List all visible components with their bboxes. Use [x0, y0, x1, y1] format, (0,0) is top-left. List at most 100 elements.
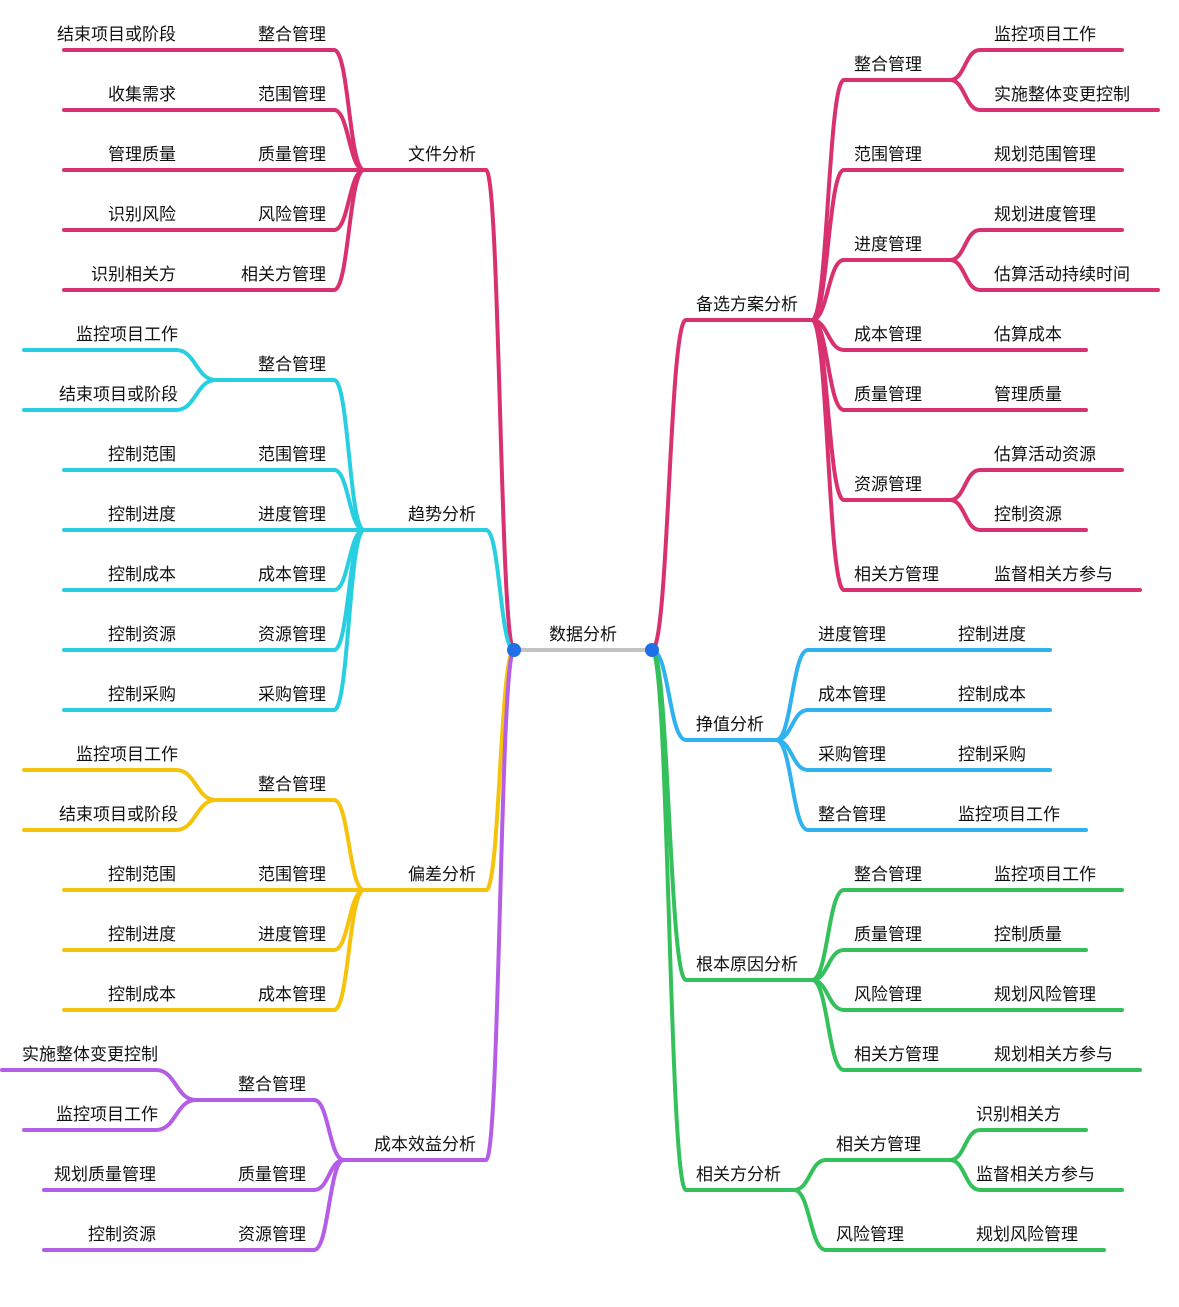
- area-link: [332, 798, 366, 892]
- process-label: 监控项目工作: [56, 1105, 158, 1125]
- process-label: 控制进度: [958, 625, 1026, 645]
- area-link: [332, 378, 366, 532]
- process-label: 规划质量管理: [54, 1165, 156, 1185]
- left-junction-dot: [507, 643, 521, 657]
- area-link: [774, 738, 810, 832]
- area-label: 整合管理: [854, 55, 922, 75]
- process-label: 实施整体变更控制: [22, 1045, 158, 1065]
- area-label: 整合管理: [818, 805, 886, 825]
- process-label: 监控项目工作: [76, 745, 178, 765]
- process-label: 识别风险: [108, 205, 176, 225]
- area-label: 相关方管理: [241, 265, 326, 285]
- process-label: 规划范围管理: [994, 145, 1096, 165]
- area-link: [332, 888, 366, 1012]
- area-link: [312, 1098, 346, 1162]
- area-link: [792, 1188, 828, 1252]
- area-label: 范围管理: [258, 85, 326, 105]
- process-label: 估算活动持续时间: [994, 265, 1130, 285]
- process-label: 识别相关方: [91, 265, 176, 285]
- area-label: 资源管理: [854, 475, 922, 495]
- area-label: 进度管理: [818, 625, 886, 645]
- process-label: 控制资源: [108, 625, 176, 645]
- area-label: 风险管理: [836, 1225, 904, 1245]
- area-link: [312, 1158, 346, 1252]
- area-label: 资源管理: [258, 625, 326, 645]
- category-label: 文件分析: [408, 145, 476, 165]
- leaf-link: [22, 1098, 198, 1132]
- area-link: [810, 318, 846, 592]
- category-link-成本效益分析: [484, 648, 516, 1162]
- leaf-link: [22, 798, 218, 832]
- area-label: 整合管理: [854, 865, 922, 885]
- process-label: 实施整体变更控制: [994, 85, 1130, 105]
- area-label: 风险管理: [854, 985, 922, 1005]
- area-link: [810, 258, 846, 322]
- area-label: 范围管理: [854, 145, 922, 165]
- area-label: 整合管理: [258, 775, 326, 795]
- category-label: 挣值分析: [696, 715, 764, 735]
- leaf-link: [948, 78, 1160, 112]
- area-link: [810, 888, 846, 982]
- category-link-文件分析: [484, 168, 516, 652]
- process-label: 结束项目或阶段: [59, 385, 178, 405]
- process-label: 估算活动资源: [994, 445, 1096, 465]
- area-label: 风险管理: [258, 205, 326, 225]
- leaf-link: [948, 1128, 1088, 1162]
- process-label: 规划相关方参与: [994, 1045, 1113, 1065]
- process-label: 控制范围: [108, 865, 176, 885]
- area-label: 进度管理: [854, 235, 922, 255]
- leaf-link: [0, 1068, 198, 1102]
- area-label: 质量管理: [238, 1165, 306, 1185]
- leaf-link: [948, 498, 1088, 532]
- process-label: 监督相关方参与: [976, 1165, 1095, 1185]
- process-label: 监控项目工作: [994, 865, 1096, 885]
- process-label: 控制成本: [958, 685, 1026, 705]
- area-label: 整合管理: [258, 25, 326, 45]
- process-label: 规划风险管理: [976, 1225, 1078, 1245]
- junction-layer: [507, 643, 659, 657]
- area-link: [774, 648, 810, 742]
- process-label: 控制资源: [88, 1225, 156, 1245]
- area-label: 相关方管理: [854, 1045, 939, 1065]
- leaf-link: [948, 258, 1160, 292]
- area-label: 成本管理: [258, 565, 326, 585]
- leaf-link: [948, 1158, 1124, 1192]
- category-label: 备选方案分析: [696, 295, 798, 315]
- area-link: [332, 528, 366, 712]
- process-label: 估算成本: [994, 325, 1062, 345]
- area-label: 相关方管理: [854, 565, 939, 585]
- process-label: 控制成本: [108, 985, 176, 1005]
- category-label: 成本效益分析: [374, 1135, 476, 1155]
- area-label: 质量管理: [854, 385, 922, 405]
- process-label: 收集需求: [108, 85, 176, 105]
- area-label: 进度管理: [258, 925, 326, 945]
- leaf-link: [948, 48, 1124, 82]
- category-label: 根本原因分析: [696, 955, 798, 975]
- root-node-label: 数据分析: [549, 625, 617, 645]
- area-label: 采购管理: [258, 685, 326, 705]
- process-label: 结束项目或阶段: [59, 805, 178, 825]
- area-label: 成本管理: [818, 685, 886, 705]
- category-label: 相关方分析: [696, 1165, 781, 1185]
- area-label: 相关方管理: [836, 1135, 921, 1155]
- area-link: [810, 168, 846, 322]
- process-label: 规划风险管理: [994, 985, 1096, 1005]
- area-label: 整合管理: [238, 1075, 306, 1095]
- leaf-link: [948, 468, 1124, 502]
- process-label: 控制范围: [108, 445, 176, 465]
- area-link: [792, 1158, 828, 1192]
- process-label: 控制采购: [108, 685, 176, 705]
- process-label: 控制资源: [994, 505, 1062, 525]
- process-label: 结束项目或阶段: [57, 25, 176, 45]
- area-link: [332, 168, 366, 292]
- process-label: 控制成本: [108, 565, 176, 585]
- leaf-link: [22, 348, 218, 382]
- leaf-link: [22, 768, 218, 802]
- process-label: 管理质量: [108, 145, 176, 165]
- area-label: 采购管理: [818, 745, 886, 765]
- category-link-备选方案分析: [650, 318, 814, 652]
- category-link-根本原因分析: [650, 648, 814, 982]
- area-link: [810, 978, 846, 1072]
- process-label: 监督相关方参与: [994, 565, 1113, 585]
